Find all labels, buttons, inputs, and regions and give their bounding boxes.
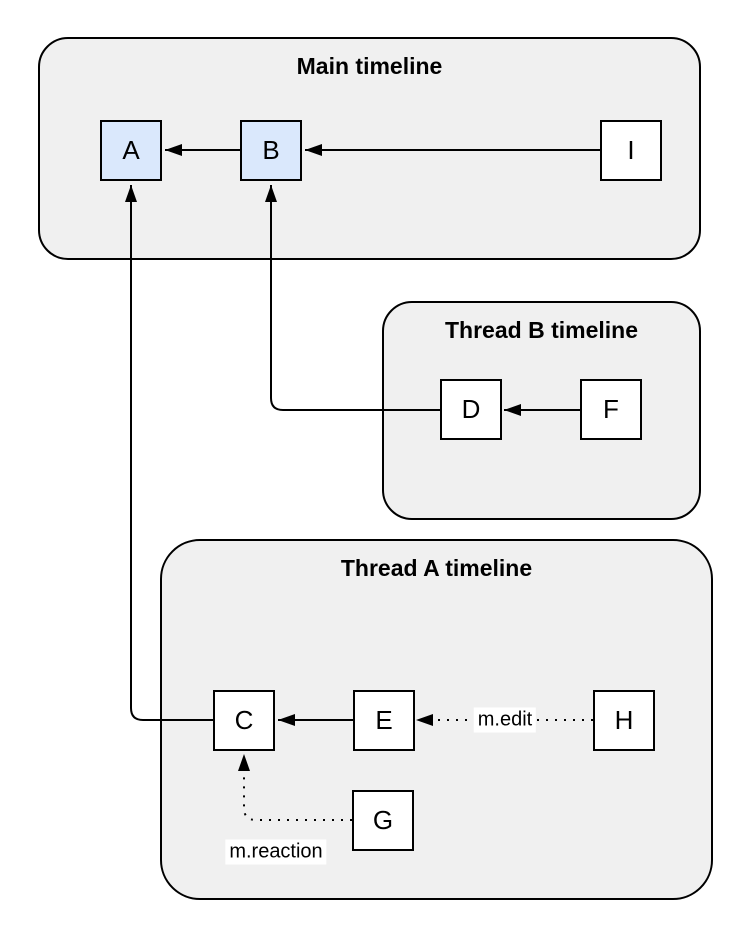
node-E-label: E	[375, 705, 393, 735]
node-C-label: C	[234, 705, 254, 735]
node-A: A	[100, 120, 162, 181]
edge-d-to-b-arrow	[265, 185, 440, 411]
edge-label-m-reaction: m.reaction	[225, 839, 327, 865]
node-G-label: G	[372, 805, 394, 835]
node-I: I	[600, 120, 662, 181]
node-H: H	[593, 690, 655, 751]
container-main-timeline-title: Main timeline	[296, 53, 443, 79]
node-C: C	[213, 690, 275, 751]
node-G: G	[352, 790, 414, 851]
container-thread-b-timeline-title: Thread B timeline	[445, 317, 638, 343]
edge-g-to-c-dotted-arrow	[238, 754, 352, 821]
node-F-label: F	[603, 394, 619, 424]
node-I-label: I	[627, 135, 635, 165]
container-thread-a-timeline-title: Thread A timeline	[340, 555, 533, 581]
node-D: D	[440, 379, 502, 440]
node-H-label: H	[614, 705, 634, 735]
node-A-label: A	[122, 135, 140, 165]
node-D-label: D	[461, 394, 481, 424]
node-B: B	[240, 120, 302, 181]
node-B-label: B	[262, 135, 280, 165]
edge-c-to-a-arrow	[125, 185, 213, 721]
node-E: E	[353, 690, 415, 751]
edge-label-m-edit: m.edit	[473, 707, 537, 733]
node-F: F	[580, 379, 642, 440]
